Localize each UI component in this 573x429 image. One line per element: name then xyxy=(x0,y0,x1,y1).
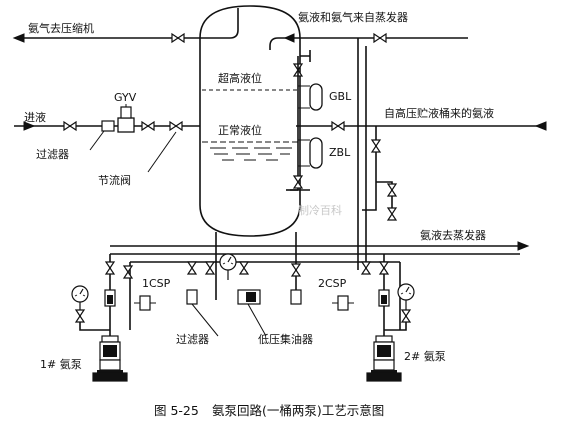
gbl-float-switch xyxy=(309,83,323,111)
pump1-label: 1# 氨泵 xyxy=(40,358,82,371)
pump2-check-valve xyxy=(378,289,390,307)
figure-number: 图 5-25 xyxy=(154,403,199,418)
center-right-valve[interactable] xyxy=(291,263,301,277)
oil-valve-2[interactable] xyxy=(239,261,249,275)
throttle-valve[interactable] xyxy=(169,121,183,131)
ammonia-pump-1 xyxy=(92,335,128,382)
normal-level-label: 正常液位 xyxy=(218,123,262,137)
zbl-label: ZBL xyxy=(329,146,351,159)
oil-valve-1[interactable] xyxy=(205,261,215,275)
csp2-label: 2CSP xyxy=(318,277,347,290)
right-riser xyxy=(357,38,367,270)
pump1-discharge-valve[interactable] xyxy=(105,261,115,275)
pump-2-branch: 2CSP 2# 氨泵 xyxy=(318,254,446,382)
pump2-gauge-valve[interactable] xyxy=(401,309,411,323)
pump2-csp xyxy=(337,295,349,311)
liquid-surface-marks xyxy=(210,147,292,161)
throttle-valve-label: 节流阀 xyxy=(98,173,131,187)
high-pressure-feed-line: 自高压贮液桶来的氨液 xyxy=(296,106,547,221)
gyv-label: GYV xyxy=(114,91,137,104)
feed-valve-3[interactable] xyxy=(387,183,397,197)
zbl-float-switch xyxy=(309,137,323,169)
gyv-solenoid-valve[interactable] xyxy=(117,117,135,133)
evaporator-return-line: 氨液和氨气来自蒸发器 xyxy=(269,10,468,50)
oil-collector-gauge xyxy=(219,253,237,281)
pump1-check-valve xyxy=(104,289,116,307)
pump1-gauge-valve[interactable] xyxy=(75,309,85,323)
bottom-filter xyxy=(186,289,198,305)
from-receiver-label: 自高压贮液桶来的氨液 xyxy=(384,106,494,120)
pump-1-branch: 1CSP 1# 氨泵 xyxy=(40,254,171,382)
gas-to-compressor-label: 氨气去压缩机 xyxy=(28,21,94,35)
pump2-discharge-valve[interactable] xyxy=(379,261,389,275)
liquid-inlet-line: GYV 过滤器 节流阀 进液 xyxy=(14,91,200,187)
gas-outlet-valve[interactable] xyxy=(171,33,185,43)
gbl-label: GBL xyxy=(329,90,352,103)
pump1-pressure-gauge xyxy=(71,285,89,313)
feed-valve-2[interactable] xyxy=(371,139,381,153)
liquid-to-evaporator-label: 氨液去蒸发器 xyxy=(420,228,486,242)
liquid-supply-header: 氨液去蒸发器 xyxy=(110,228,530,255)
super-high-level-label: 超高液位 xyxy=(218,71,262,85)
center-right-filter xyxy=(290,289,302,305)
return-valve[interactable] xyxy=(373,33,387,43)
inlet-filter xyxy=(101,120,115,132)
watermark: 制冷百科 xyxy=(298,203,342,217)
oil-collector-label: 低压集油器 xyxy=(258,332,313,346)
liquid-inlet-label: 进液 xyxy=(24,110,46,124)
center-equipment: 过滤器 低压集油器 xyxy=(176,253,313,346)
inlet-valve-2[interactable] xyxy=(141,121,155,131)
vessel: 超高液位 正常液位 xyxy=(199,5,301,237)
pump1-csp xyxy=(139,295,151,311)
pump2-suction-valve[interactable] xyxy=(361,261,371,275)
figure-title: 氨泵回路(一桶两泵)工艺示意图 xyxy=(212,403,384,418)
filter-bottom-label: 过滤器 xyxy=(176,333,209,346)
ammonia-pump-2 xyxy=(366,335,402,382)
feed-valve-1[interactable] xyxy=(331,121,345,131)
filter-left-label: 过滤器 xyxy=(36,148,69,161)
feed-valve-4[interactable] xyxy=(387,207,397,221)
filter-valve[interactable] xyxy=(187,261,197,275)
gas-outlet-line: 氨气去压缩机 xyxy=(12,8,239,43)
level-column: GBL ZBL xyxy=(286,50,352,191)
inlet-valve-1[interactable] xyxy=(63,121,77,131)
pump2-label: 2# 氨泵 xyxy=(404,350,446,363)
return-from-evaporator-label: 氨液和氨气来自蒸发器 xyxy=(298,10,408,24)
csp1-label: 1CSP xyxy=(142,277,171,290)
